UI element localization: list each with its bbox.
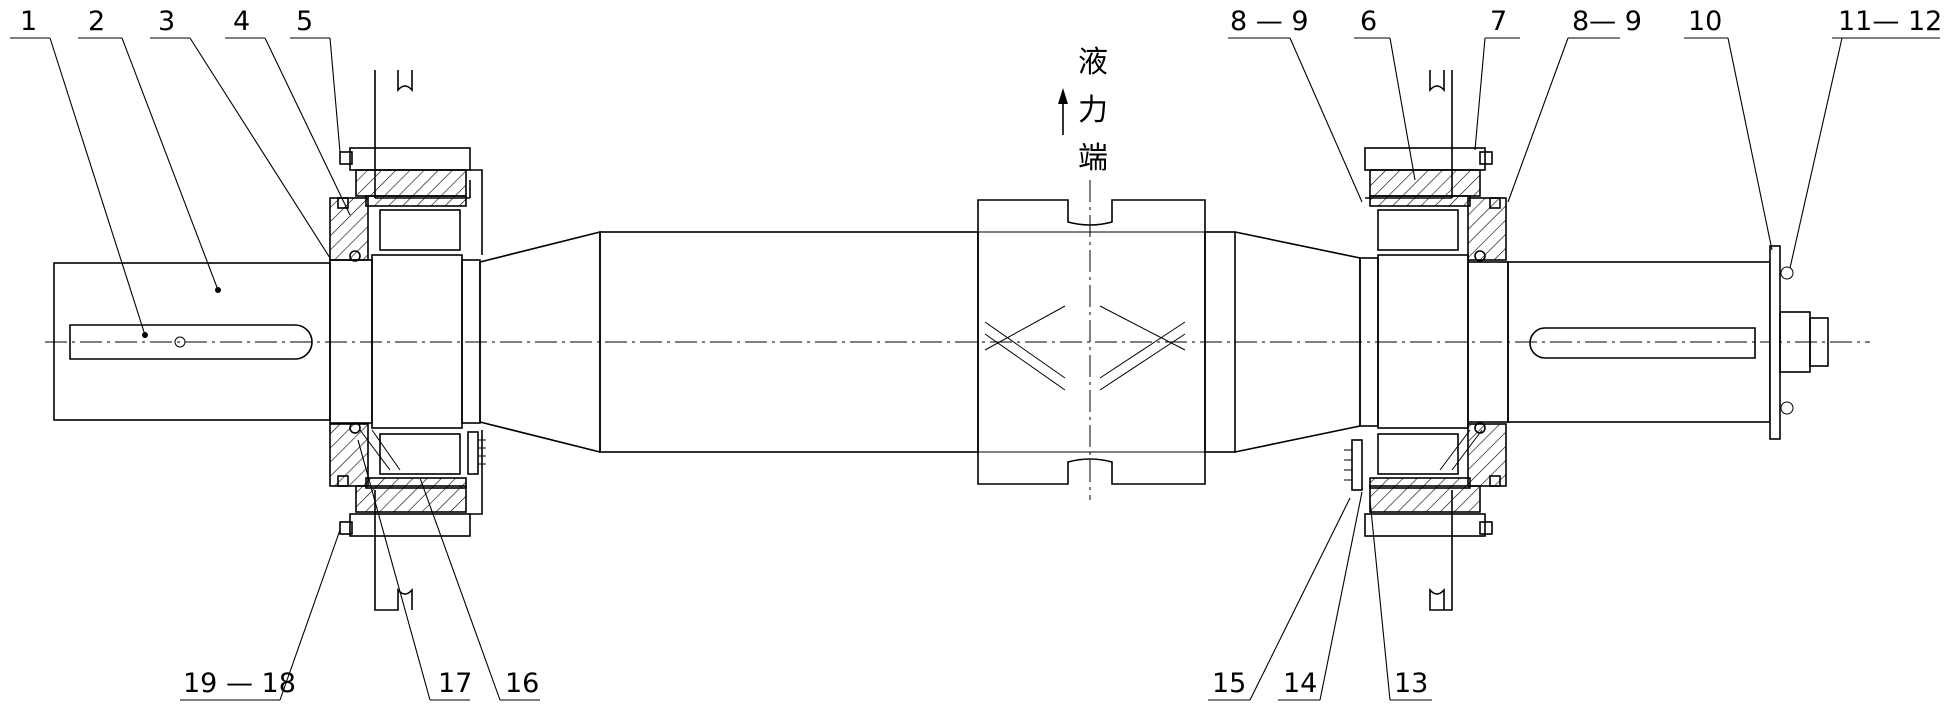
callout-17: 17 bbox=[357, 439, 472, 701]
callout-2: 2 bbox=[78, 6, 221, 293]
title-char-2: 力 bbox=[1078, 93, 1108, 128]
callout-19-18: 19 — 18 bbox=[180, 529, 341, 701]
svg-text:10: 10 bbox=[1688, 6, 1722, 37]
callout-11-12: 11— 12 bbox=[1789, 6, 1942, 269]
callout-1: 1 bbox=[10, 6, 148, 338]
svg-text:17: 17 bbox=[438, 668, 472, 699]
svg-text:13: 13 bbox=[1394, 668, 1428, 699]
svg-text:8 — 9: 8 — 9 bbox=[1230, 6, 1309, 37]
svg-text:3: 3 bbox=[158, 6, 175, 37]
svg-text:5: 5 bbox=[296, 6, 313, 37]
svg-text:15: 15 bbox=[1212, 668, 1246, 699]
left-bearing-housing bbox=[329, 70, 486, 611]
hydraulic-end-marker: 液 力 端 bbox=[1058, 45, 1108, 176]
shaft bbox=[53, 199, 1829, 485]
svg-text:4: 4 bbox=[233, 6, 250, 37]
title-char-3: 端 bbox=[1078, 141, 1108, 176]
svg-text:8— 9: 8— 9 bbox=[1572, 6, 1642, 37]
callout-8-9-right: 8— 9 bbox=[1507, 6, 1642, 203]
callout-4: 4 bbox=[225, 6, 351, 216]
callout-15: 15 bbox=[1208, 497, 1351, 701]
svg-text:11— 12: 11— 12 bbox=[1838, 6, 1942, 37]
svg-text:1: 1 bbox=[20, 6, 37, 37]
callout-10: 10 bbox=[1684, 6, 1773, 251]
callout-3: 3 bbox=[150, 6, 331, 259]
callout-13: 13 bbox=[1369, 499, 1432, 701]
svg-text:19 — 18: 19 — 18 bbox=[183, 668, 296, 699]
svg-text:14: 14 bbox=[1283, 668, 1317, 699]
svg-text:2: 2 bbox=[88, 6, 105, 37]
svg-text:16: 16 bbox=[505, 668, 539, 699]
callout-8-9-left: 8 — 9 bbox=[1228, 6, 1363, 203]
title-char-1: 液 bbox=[1078, 45, 1108, 80]
callout-5: 5 bbox=[290, 6, 341, 153]
svg-text:7: 7 bbox=[1490, 6, 1507, 37]
callout-7: 7 bbox=[1474, 6, 1520, 151]
svg-text:6: 6 bbox=[1360, 6, 1377, 37]
callout-16: 16 bbox=[419, 477, 540, 701]
callout-6: 6 bbox=[1354, 6, 1416, 181]
callout-14: 14 bbox=[1278, 491, 1363, 701]
right-bearing-housing bbox=[1344, 70, 1507, 611]
